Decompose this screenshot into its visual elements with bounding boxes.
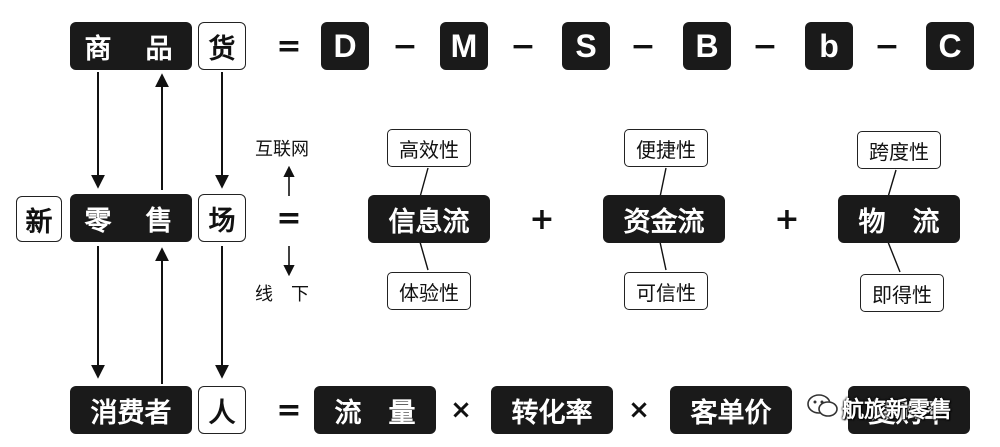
chain-dash-3: − <box>630 28 656 64</box>
chain-dash-4: − <box>752 28 778 64</box>
retail-shou-box: 售 <box>126 194 192 242</box>
factor-repurchase-box: 复购率 <box>848 386 970 434</box>
plus-1: + <box>529 201 555 237</box>
attr-span-label: 跨度性 <box>869 139 929 164</box>
factor-conversion-box: 转化率 <box>491 386 613 434</box>
goods-shang-label: 商 <box>84 33 112 65</box>
offline-label: 线 下 <box>255 284 309 305</box>
attr-experience: 体验性 <box>387 272 471 310</box>
equals-middle: = <box>276 200 302 236</box>
internet-label: 互联网 <box>255 139 309 160</box>
goods-pin-label: 品 <box>145 33 173 65</box>
goods-pin-box: 品 <box>126 22 192 70</box>
retail-ling-box: 零 <box>70 194 126 242</box>
flow-information-box: 信息流 <box>368 195 490 243</box>
person-box: 人 <box>198 386 246 434</box>
attr-convenience-label: 便捷性 <box>636 137 696 162</box>
factor-repurchase-label: 复购率 <box>868 397 950 429</box>
place-label: 场 <box>208 205 236 237</box>
chain-b-upper-box: B <box>683 22 731 70</box>
attr-efficiency: 高效性 <box>387 129 471 167</box>
attr-convenience: 便捷性 <box>624 129 708 167</box>
retail-ling-label: 零 <box>84 205 112 237</box>
goods-huo-label: 货 <box>208 33 236 65</box>
plus-2: + <box>774 201 800 237</box>
new-box: 新 <box>16 196 62 242</box>
goods-huo-box: 货 <box>198 22 246 70</box>
chain-b-upper-label: B <box>695 27 719 64</box>
factor-order-value-label: 客单价 <box>690 397 772 429</box>
place-box: 场 <box>198 194 246 242</box>
attr-credibility-label: 可信性 <box>636 280 696 305</box>
attr-experience-label: 体验性 <box>399 280 459 305</box>
chain-dash-2: − <box>510 28 536 64</box>
watermark-text: 航旅新零售 <box>842 398 953 423</box>
chain-dash-5: − <box>874 28 900 64</box>
chain-s-label: S <box>575 27 597 64</box>
retail-shou-label: 售 <box>145 205 173 237</box>
connector-logistics-top <box>887 169 897 198</box>
new-label: 新 <box>25 206 53 238</box>
chain-m-label: M <box>450 27 478 64</box>
wechat-icon <box>807 394 838 417</box>
attr-immediacy-label: 即得性 <box>872 282 932 307</box>
equals-top: = <box>276 28 302 64</box>
goods-shang-box: 商 <box>70 22 126 70</box>
chain-c-box: C <box>926 22 974 70</box>
attr-credibility: 可信性 <box>624 272 708 310</box>
chain-b-lower-box: b <box>805 22 853 70</box>
consumer-label: 消费者 <box>90 397 172 429</box>
chain-dash-1: − <box>392 28 418 64</box>
equals-bottom: = <box>276 392 302 428</box>
flow-funds-label: 资金流 <box>623 206 705 238</box>
times-2: × <box>628 395 650 425</box>
person-label: 人 <box>208 397 236 429</box>
attr-span: 跨度性 <box>857 131 941 169</box>
attr-efficiency-label: 高效性 <box>399 137 459 162</box>
factor-traffic-box: 流 量 <box>314 386 436 434</box>
attr-immediacy: 即得性 <box>860 274 944 312</box>
consumer-box: 消费者 <box>70 386 192 434</box>
chain-s-box: S <box>562 22 610 70</box>
flow-logistics-box: 物 流 <box>838 195 960 243</box>
factor-traffic-label: 流 量 <box>334 397 416 429</box>
times-1: × <box>450 395 472 425</box>
connector-logistics-bottom <box>887 241 901 273</box>
connector-info-bottom <box>419 241 429 271</box>
connector-fund-bottom <box>659 241 667 271</box>
chain-m-box: M <box>440 22 488 70</box>
flow-information-label: 信息流 <box>388 206 470 238</box>
connector-fund-top <box>659 167 667 198</box>
factor-order-value-box: 客单价 <box>670 386 792 434</box>
connector-info-top <box>419 167 429 198</box>
chain-c-label: C <box>938 27 962 64</box>
flow-logistics-label: 物 流 <box>858 206 940 238</box>
chain-b-lower-label: b <box>819 27 839 64</box>
flow-funds-box: 资金流 <box>603 195 725 243</box>
factor-conversion-label: 转化率 <box>511 397 593 429</box>
chain-d-label: D <box>333 27 357 64</box>
chain-d-box: D <box>321 22 369 70</box>
